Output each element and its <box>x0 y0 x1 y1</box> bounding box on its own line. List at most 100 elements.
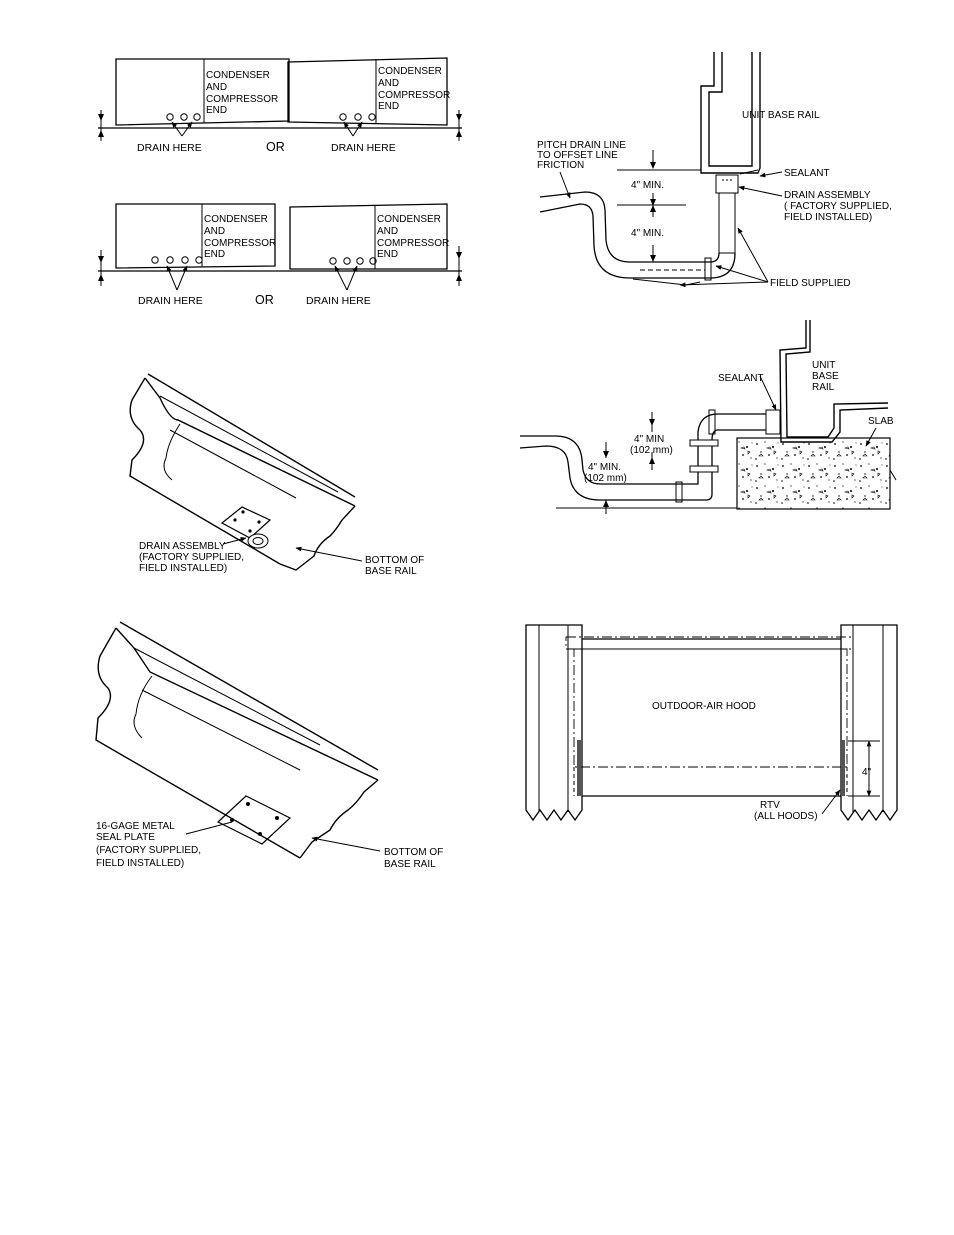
or-label-bottom: OR <box>255 293 274 307</box>
rtv-line-2: (ALL HOODS) <box>754 811 818 822</box>
svg-text:BASE RAIL: BASE RAIL <box>384 859 436 870</box>
min-label-upper: 4" MIN. <box>631 180 664 191</box>
unit-pitch-diagrams: CONDENSER AND COMPRESSOR END DRAIN HERE … <box>98 57 462 307</box>
svg-text:BASE RAIL: BASE RAIL <box>365 566 417 577</box>
svg-text:END: END <box>377 249 398 260</box>
concrete-slab <box>736 437 891 510</box>
unit1-end-line-3: COMPRESSOR <box>206 94 278 105</box>
svg-text:(102 mm): (102 mm) <box>630 445 673 456</box>
svg-text:SEAL PLATE: SEAL PLATE <box>96 832 155 843</box>
slab-rail-line-2: BASE <box>812 371 839 382</box>
svg-text:AND: AND <box>204 226 225 237</box>
rail-seal-bottom-line-1: BOTTOM OF <box>384 847 443 858</box>
hood-title: OUTDOOR-AIR HOOD <box>652 701 756 712</box>
slab-drain-detail: SLAB UNIT BASE RAIL SEALANT 4" MIN (102 … <box>519 320 897 514</box>
unit4-end-line-2: AND <box>377 226 398 237</box>
slab-rail-line-1: UNIT <box>812 360 835 371</box>
svg-text:CONDENSER: CONDENSER <box>377 214 441 225</box>
svg-text:BASE: BASE <box>812 371 839 382</box>
drain-opening <box>247 533 269 549</box>
svg-text:COMPRESSOR: COMPRESSOR <box>204 238 276 249</box>
rail-drain-bottom-line-2: BASE RAIL <box>365 566 417 577</box>
hood-outline <box>573 648 848 768</box>
pitch-line-2: TO OFFSET LINE <box>537 150 618 161</box>
svg-text:COMPRESSOR: COMPRESSOR <box>206 94 278 105</box>
svg-text:FIELD INSTALLED): FIELD INSTALLED) <box>96 858 184 869</box>
unit4-end-line-3: COMPRESSOR <box>377 238 449 249</box>
svg-text:16-GAGE METAL: 16-GAGE METAL <box>96 821 175 832</box>
unit2-end-line-2: AND <box>378 78 399 89</box>
slab-min-upper-line-1: 4" MIN <box>634 434 664 445</box>
drain-assembly-line-1: DRAIN ASSEMBLY <box>784 190 871 201</box>
svg-text:(102 mm): (102 mm) <box>584 473 627 484</box>
seal-plate-line-4: FIELD INSTALLED) <box>96 858 184 869</box>
svg-text:FIELD INSTALLED): FIELD INSTALLED) <box>784 212 872 223</box>
svg-text:RTV: RTV <box>760 800 780 811</box>
slab-label: SLAB <box>868 416 894 427</box>
slab-min-lower-line-2: (102 mm) <box>584 473 627 484</box>
svg-text:BOTTOM OF: BOTTOM OF <box>365 555 424 566</box>
rail-drain-assembly-line-1: DRAIN ASSEMBLY <box>139 541 226 552</box>
unit3-end-line-4: END <box>204 249 225 260</box>
pitch-line-3: FRICTION <box>537 160 584 171</box>
svg-text:( FACTORY SUPPLIED,: ( FACTORY SUPPLIED, <box>784 201 892 212</box>
svg-text:AND: AND <box>206 82 227 93</box>
outdoor-air-hood-diagram: OUTDOOR-AIR HOOD 4" RTV (ALL HOODS) <box>525 624 898 822</box>
base-rail-drain-assembly: DRAIN ASSEMBLY (FACTORY SUPPLIED, FIELD … <box>129 373 424 577</box>
svg-text:END: END <box>204 249 225 260</box>
unit3-drain-here-label: DRAIN HERE <box>138 295 203 307</box>
svg-text:FIELD INSTALLED): FIELD INSTALLED) <box>139 563 227 574</box>
rtv-bead-right <box>841 740 845 796</box>
slab-drain-fitting <box>765 409 781 435</box>
unit-diagram-3: CONDENSER AND COMPRESSOR END DRAIN HERE <box>98 203 276 307</box>
svg-text:(FACTORY SUPPLIED,: (FACTORY SUPPLIED, <box>96 845 201 856</box>
rail-seal-bottom-line-2: BASE RAIL <box>384 859 436 870</box>
unit3-end-line-1: CONDENSER <box>204 214 268 225</box>
drain-riser-pipe <box>718 192 736 254</box>
unit-diagram-2: CONDENSER AND COMPRESSOR END DRAIN HERE <box>287 57 462 154</box>
unit3-end-line-2: AND <box>204 226 225 237</box>
unit1-end-line-4: END <box>206 105 227 116</box>
unit-diagram-1: CONDENSER AND COMPRESSOR END DRAIN HERE <box>98 58 290 154</box>
svg-text:AND: AND <box>377 226 398 237</box>
base-rail-seal-plate: 16-GAGE METAL SEAL PLATE (FACTORY SUPPLI… <box>95 621 443 870</box>
slab-min-lower-line-1: 4" MIN. <box>588 462 621 473</box>
field-supplied-label: FIELD SUPPLIED <box>770 278 851 289</box>
svg-text:COMPRESSOR: COMPRESSOR <box>377 238 449 249</box>
unit-diagram-4: CONDENSER AND COMPRESSOR END DRAIN HERE <box>289 203 462 307</box>
svg-text:CONDENSER: CONDENSER <box>378 66 442 77</box>
drain-assembly-line-2: ( FACTORY SUPPLIED, <box>784 201 892 212</box>
unit2-end-line-1: CONDENSER <box>378 66 442 77</box>
unit-base-rail-label: UNIT BASE RAIL <box>742 110 820 121</box>
unit1-end-line-2: AND <box>206 82 227 93</box>
unit2-end-line-4: END <box>378 101 399 112</box>
unit3-end-line-3: COMPRESSOR <box>204 238 276 249</box>
slab-sealant-label: SEALANT <box>718 373 764 384</box>
rail-drain-bottom-line-1: BOTTOM OF <box>365 555 424 566</box>
unit4-drain-here-label: DRAIN HERE <box>306 295 371 307</box>
seal-plate-line-3: (FACTORY SUPPLIED, <box>96 845 201 856</box>
drain-plate <box>220 506 272 539</box>
rail-drain-assembly-line-2: (FACTORY SUPPLIED, <box>139 552 244 563</box>
svg-text:CONDENSER: CONDENSER <box>204 214 268 225</box>
unit1-end-line-1: CONDENSER <box>206 70 270 81</box>
svg-text:(FACTORY SUPPLIED,: (FACTORY SUPPLIED, <box>139 552 244 563</box>
pipe-coupling <box>704 257 712 281</box>
svg-text:COMPRESSOR: COMPRESSOR <box>378 90 450 101</box>
drain-piping-detail: UNIT BASE RAIL SEALANT DRAIN ASSEMBLY ( … <box>537 52 892 289</box>
unit4-end-line-4: END <box>377 249 398 260</box>
unit2-drain-here-label: DRAIN HERE <box>331 142 396 154</box>
rtv-bead-left <box>577 740 581 796</box>
svg-text:4" MIN.: 4" MIN. <box>588 462 621 473</box>
rtv-line-1: RTV <box>760 800 780 811</box>
svg-text:CONDENSER: CONDENSER <box>206 70 270 81</box>
sealant-label: SEALANT <box>784 168 830 179</box>
svg-text:FRICTION: FRICTION <box>537 160 584 171</box>
unit1-drain-here-label: DRAIN HERE <box>137 142 202 154</box>
svg-text:BOTTOM OF: BOTTOM OF <box>384 847 443 858</box>
svg-text:4" MIN: 4" MIN <box>634 434 664 445</box>
svg-text:RAIL: RAIL <box>812 382 835 393</box>
seal-plate-line-2: SEAL PLATE <box>96 832 155 843</box>
svg-text:UNIT: UNIT <box>812 360 835 371</box>
